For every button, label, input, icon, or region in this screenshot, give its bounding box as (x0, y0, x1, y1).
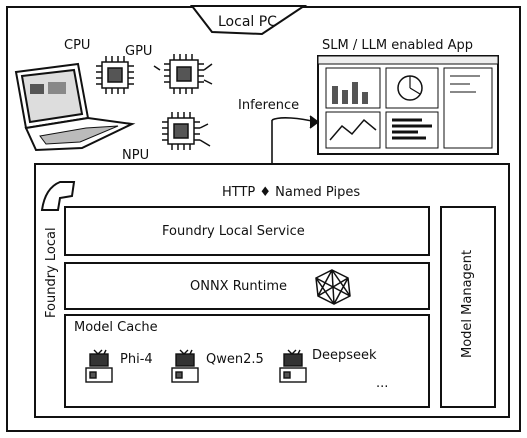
robot-icon (85, 349, 113, 383)
foundry-local-service-label: Foundry Local Service (162, 224, 305, 239)
gpu-label: GPU (125, 44, 153, 59)
model-qwen: Qwen2.5 (206, 352, 264, 367)
robot-icon (279, 349, 307, 383)
model-more: ... (376, 376, 389, 391)
model-management-label: Model Managent (460, 249, 475, 358)
gpu-chip-icon (153, 54, 213, 94)
model-deepseek: Deepseek (312, 348, 377, 363)
robot-icon (171, 349, 199, 383)
app-label: SLM / LLM enabled App (322, 38, 474, 53)
model-cache-box (64, 314, 430, 408)
npu-label: NPU (122, 148, 150, 163)
npu-chip-icon (162, 112, 211, 150)
onnx-runtime-label: ONNX Runtime (190, 279, 288, 294)
model-cache-title: Model Cache (74, 320, 158, 335)
model-phi4: Phi-4 (120, 352, 153, 367)
model-management-box (440, 206, 496, 408)
laptop-icon (14, 62, 136, 152)
cpu-chip-icon (96, 56, 134, 94)
inference-label: Inference (238, 98, 300, 113)
onnx-runtime-box (64, 262, 430, 310)
foundry-local-service-box (64, 206, 430, 256)
cpu-label: CPU (64, 38, 91, 53)
diagram-title: Local PC (218, 14, 277, 30)
protocol-label: HTTP ♦ Named Pipes (222, 185, 361, 200)
